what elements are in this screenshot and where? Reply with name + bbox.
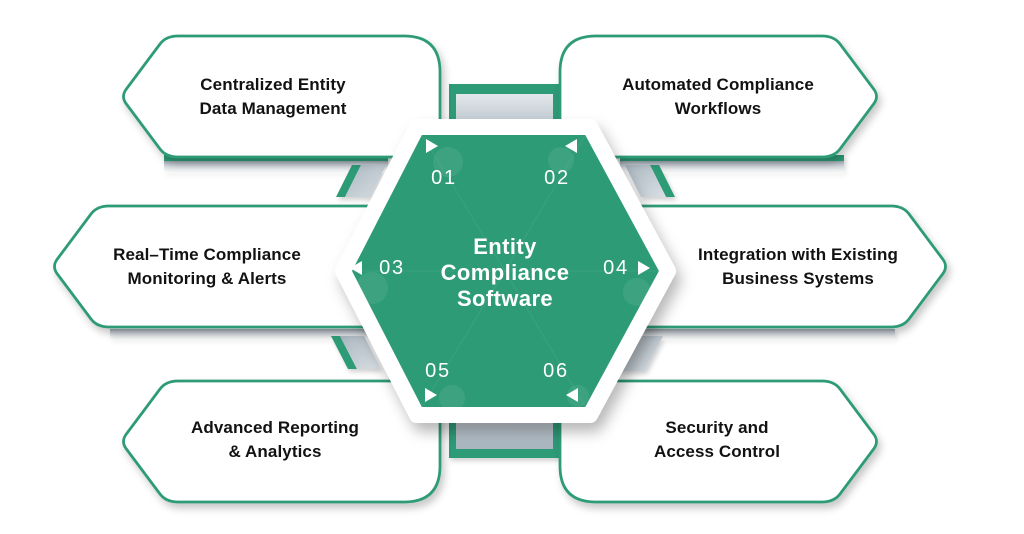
arrow-icon-06 xyxy=(566,388,578,402)
bottom-connector-edge-right xyxy=(553,404,560,450)
top-connector-edge-right xyxy=(553,84,560,150)
slant-bottom-left-green xyxy=(331,336,357,369)
band-top-left-gray xyxy=(164,161,388,174)
bottom-connector-cap xyxy=(449,449,560,458)
band-mid-left-gray xyxy=(110,329,390,341)
banner-shape-middle-left xyxy=(53,204,402,329)
band-top-right-gray xyxy=(620,161,844,174)
banner-shape-top-left xyxy=(122,34,442,159)
banner-shape-top-right xyxy=(558,34,878,159)
arrow-icon-02 xyxy=(565,139,577,153)
slant-top-right-gray xyxy=(625,165,666,197)
hexagon-group xyxy=(335,119,676,423)
top-connector-edge-left xyxy=(449,84,456,150)
arrow-icon-03 xyxy=(350,261,362,275)
slant-top-left-green xyxy=(336,165,361,197)
slant-top-left-gray xyxy=(345,165,386,197)
slant-bottom-right-gray xyxy=(623,336,663,371)
arrow-icon-04 xyxy=(638,261,650,275)
banner-shape-bottom-left xyxy=(122,379,442,504)
band-mid-right-gray xyxy=(615,329,895,341)
slant-bottom-left-gray xyxy=(340,336,381,369)
bottom-connector-edge-left xyxy=(449,404,456,450)
slant-top-right-green xyxy=(650,165,675,197)
arrow-icon-05 xyxy=(425,388,437,402)
banners xyxy=(53,34,947,504)
top-connector-cap xyxy=(449,84,560,94)
arrow-icon-01 xyxy=(426,139,438,153)
